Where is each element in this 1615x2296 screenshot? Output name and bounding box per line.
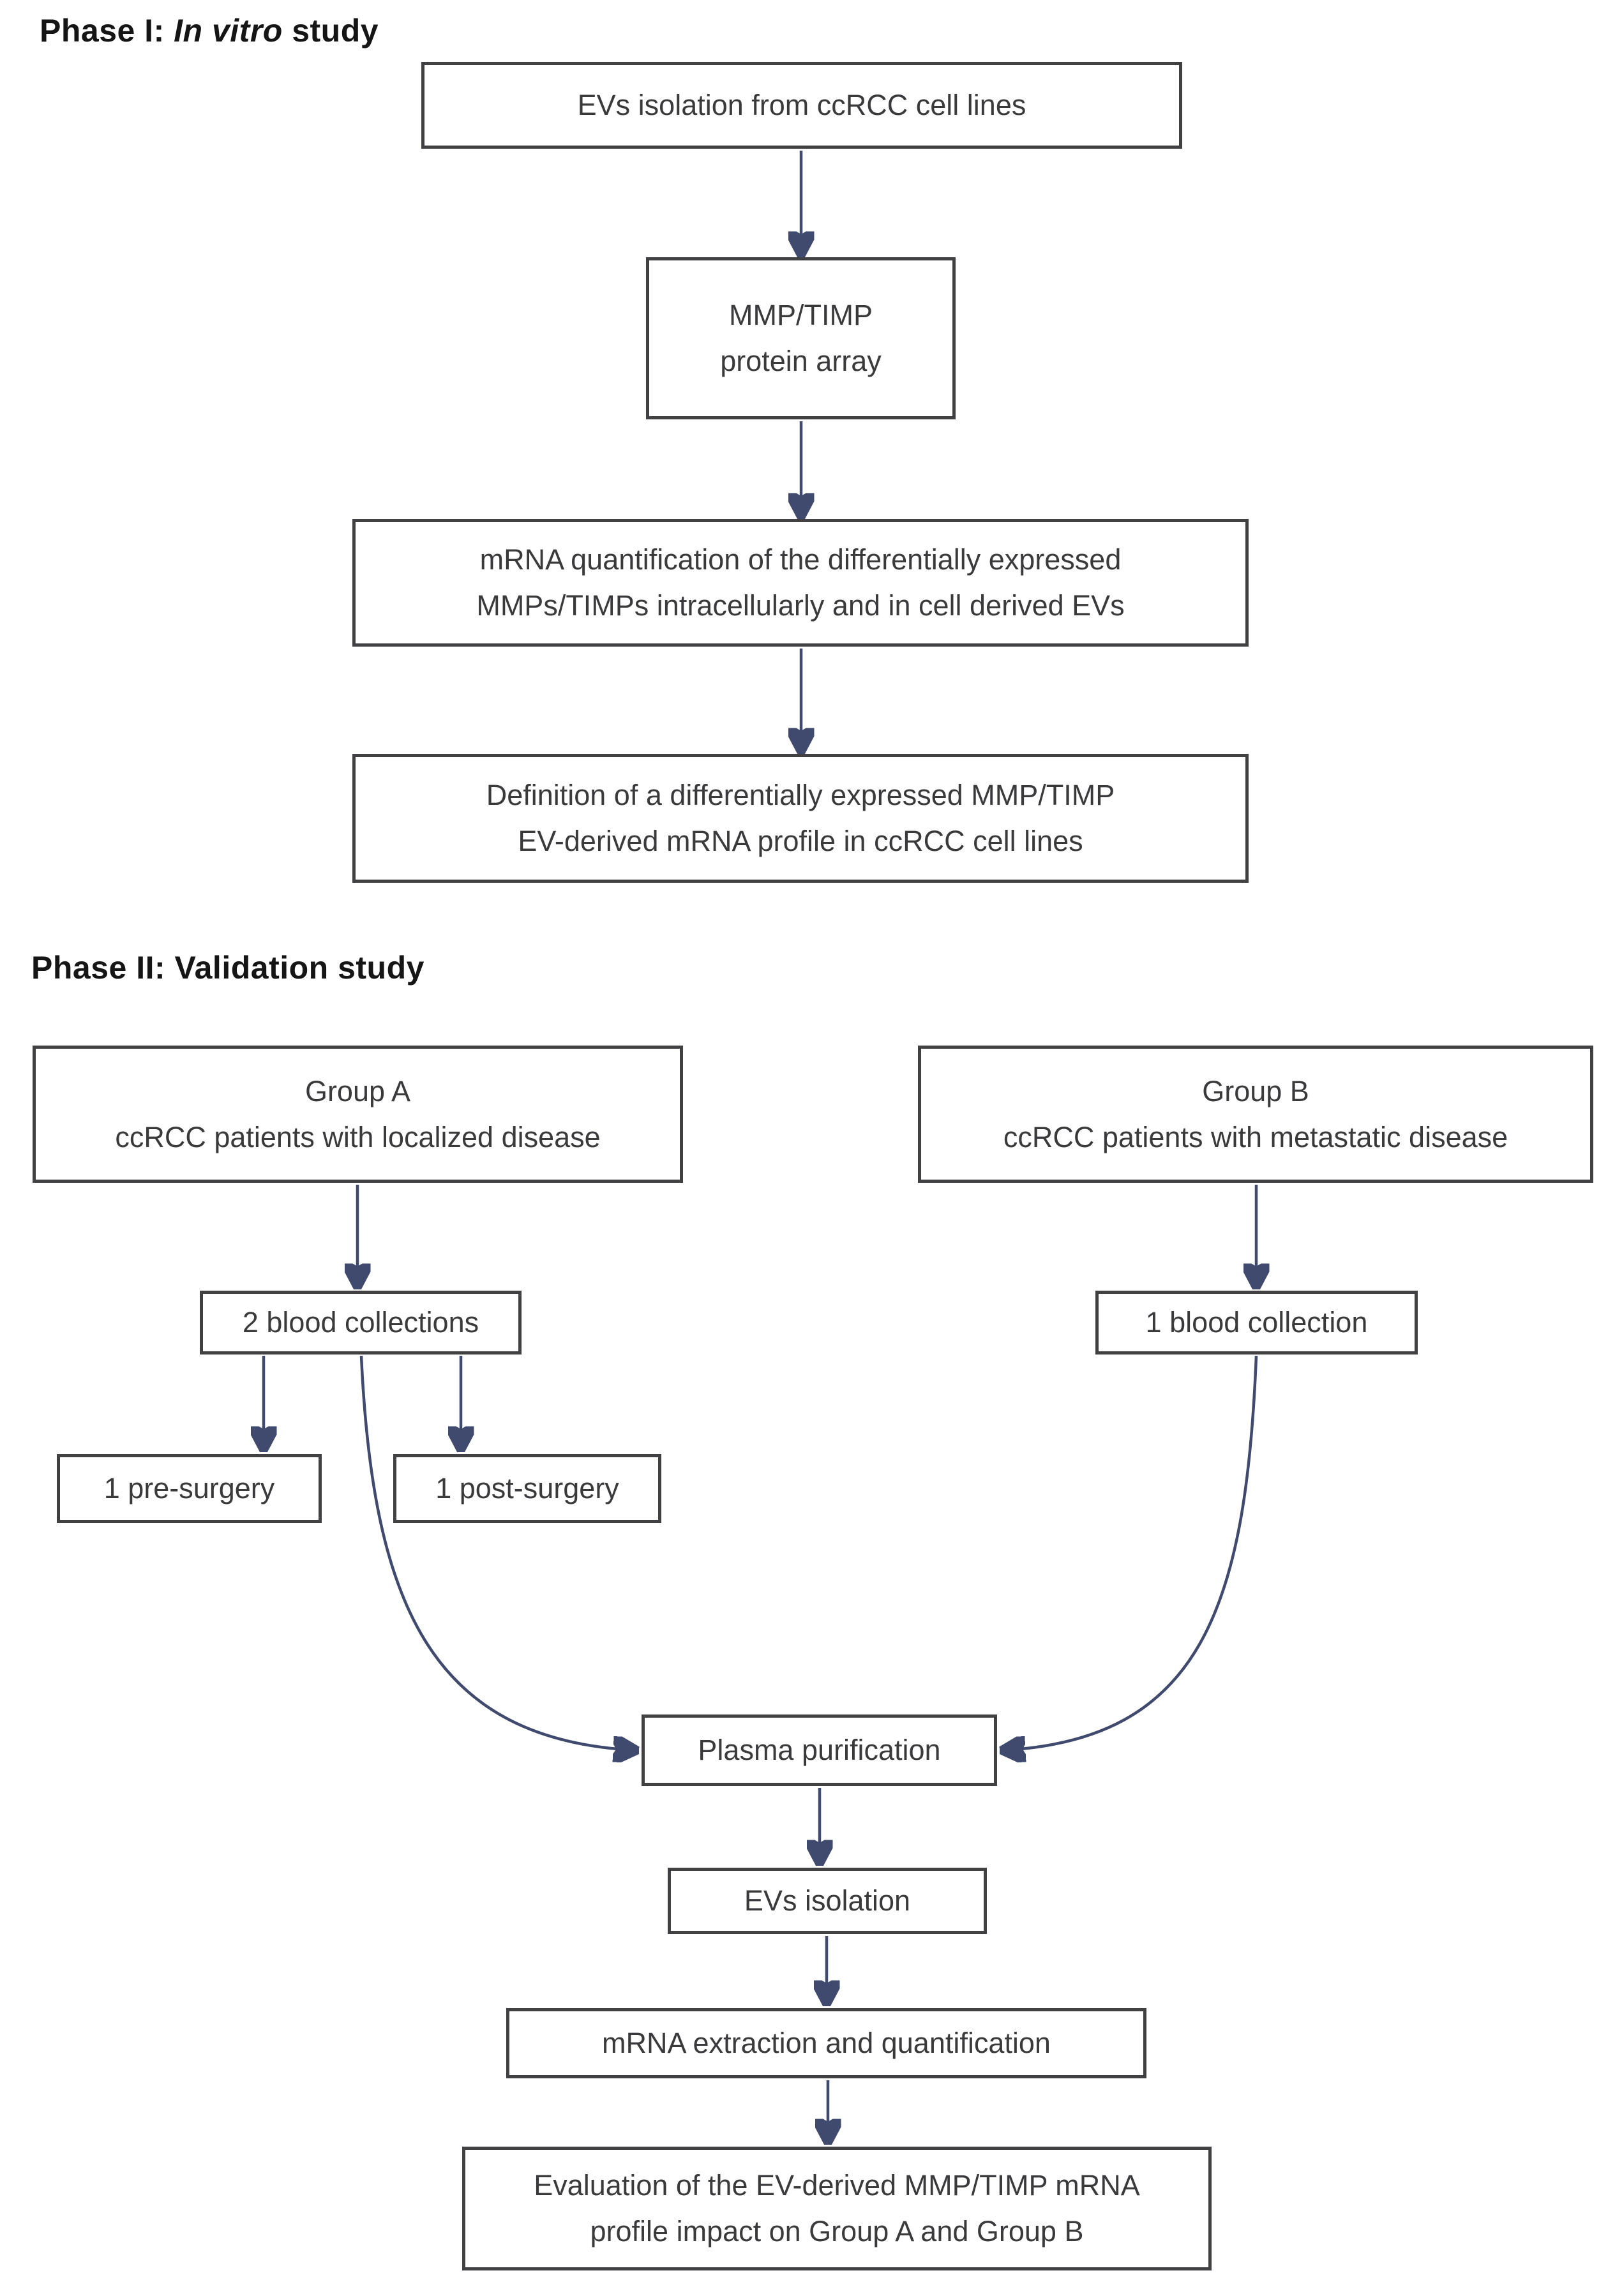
phase1-heading-suffix: study: [282, 13, 379, 49]
edge-collections-to-plasma-curve: [359, 1355, 636, 1750]
flow-node-2-blood-collections: 2 blood collections: [200, 1291, 522, 1354]
flow-node-profile-definition: Definition of a differentially expressed…: [352, 754, 1249, 883]
flow-node-group-a: Group A ccRCC patients with localized di…: [33, 1046, 683, 1183]
phase1-heading: Phase I: In vitro study: [40, 11, 379, 50]
flow-node-label: 2 blood collections: [242, 1306, 479, 1339]
flow-node-label: Definition of a differentially expressed…: [486, 779, 1115, 857]
flow-node-label: 1 post-surgery: [435, 1472, 619, 1504]
edge-collection-to-plasma-curve: [1003, 1355, 1258, 1750]
flow-node-label: 1 blood collection: [1145, 1306, 1368, 1339]
flow-node-label: Evaluation of the EV-derived MMP/TIMP mR…: [534, 2169, 1140, 2247]
flow-node-mrna-quantification: mRNA quantification of the differentiall…: [352, 519, 1249, 647]
phase1-heading-prefix: Phase I:: [40, 13, 174, 49]
flow-node-label: 1 pre-surgery: [103, 1472, 275, 1504]
phase2-heading: Phase II: Validation study: [31, 949, 424, 987]
flow-node-label: EVs isolation: [744, 1884, 911, 1917]
flow-node-label: Group B ccRCC patients with metastatic d…: [1003, 1074, 1508, 1153]
flow-node-pre-surgery: 1 pre-surgery: [57, 1454, 322, 1523]
flow-node-protein-array: MMP/TIMP protein array: [646, 257, 956, 419]
flow-node-evs-isolation-from-cell-lines: EVs isolation from ccRCC cell lines: [421, 62, 1182, 149]
flow-node-label: Plasma purification: [698, 1734, 941, 1766]
flow-node-evaluation: Evaluation of the EV-derived MMP/TIMP mR…: [462, 2147, 1212, 2270]
flow-node-label: EVs isolation from ccRCC cell lines: [577, 89, 1026, 121]
flow-node-1-blood-collection: 1 blood collection: [1095, 1291, 1418, 1354]
flow-node-label: mRNA extraction and quantification: [602, 2027, 1051, 2059]
flow-node-label: mRNA quantification of the differentiall…: [476, 543, 1125, 622]
flow-node-evs-isolation: EVs isolation: [668, 1868, 987, 1934]
flow-node-post-surgery: 1 post-surgery: [393, 1454, 661, 1523]
flow-node-plasma-purification: Plasma purification: [642, 1714, 997, 1786]
flow-node-group-b: Group B ccRCC patients with metastatic d…: [918, 1046, 1593, 1183]
flow-node-label: Group A ccRCC patients with localized di…: [115, 1074, 601, 1153]
phase1-heading-emphasis: In vitro: [174, 13, 283, 49]
phase2-heading-text: Phase II: Validation study: [31, 950, 424, 986]
flow-node-mrna-extraction: mRNA extraction and quantification: [506, 2008, 1146, 2078]
flow-node-label: MMP/TIMP protein array: [720, 299, 882, 377]
